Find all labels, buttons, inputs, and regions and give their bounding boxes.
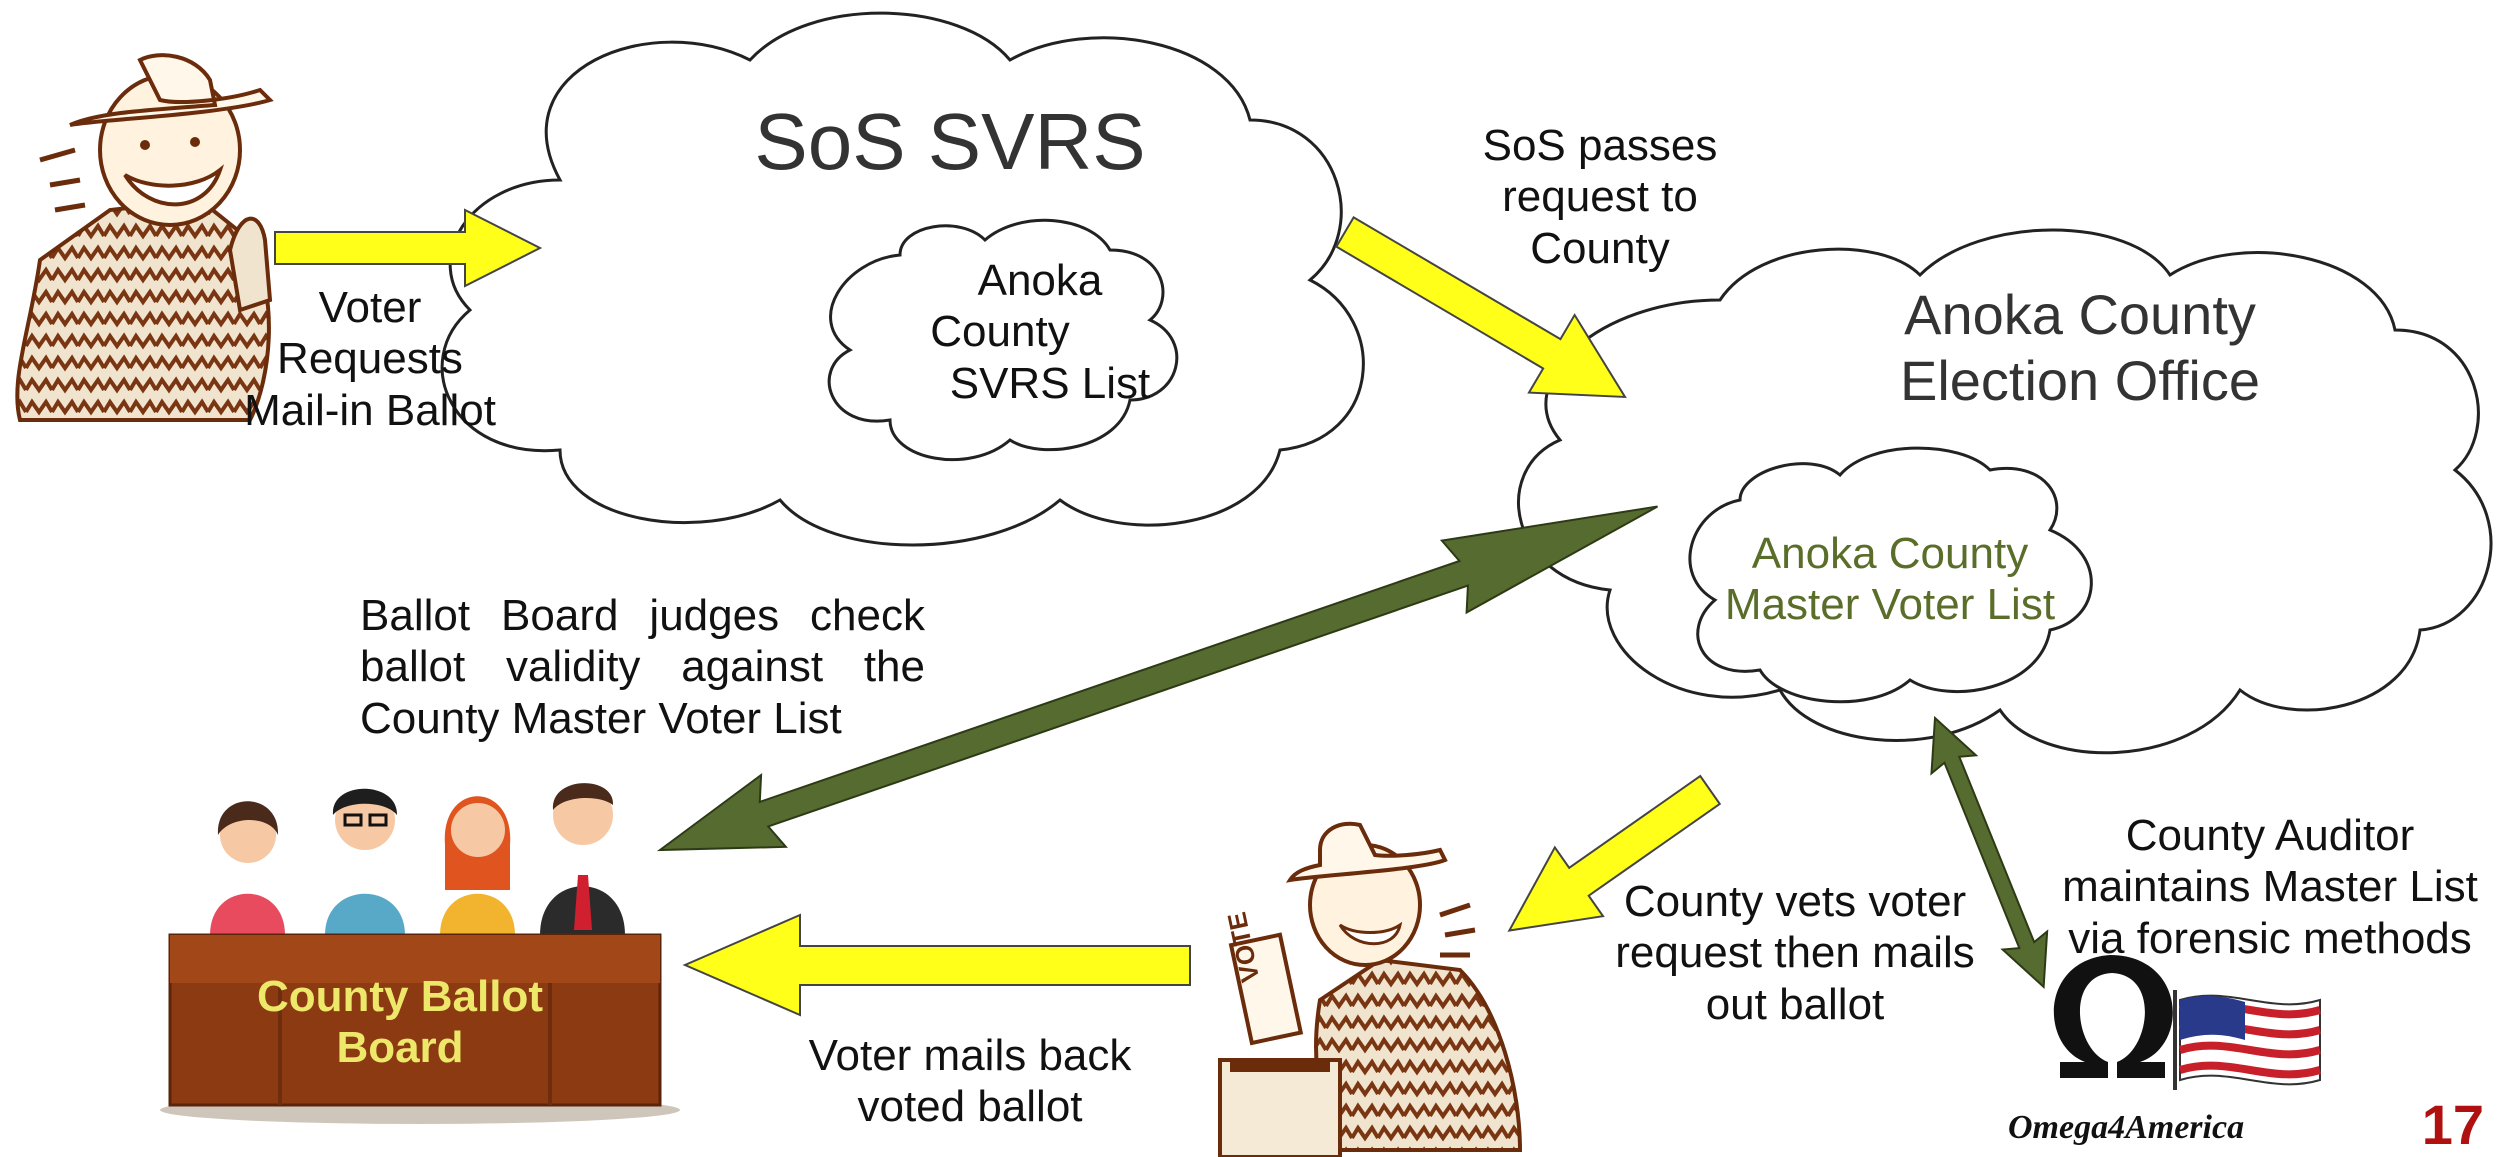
arrow-county-to-voter: [1507, 774, 1722, 932]
master-voter-list-label: Anoka County Master Voter List: [1690, 528, 2090, 631]
voter-top-figure: [15, 53, 274, 422]
sos-passes-line-1: SoS passes: [1482, 121, 1718, 170]
county-ballot-board-label: County Ballot Board: [200, 972, 600, 1073]
voter-requests-label: Voter Requests Mail-in Ballot: [210, 282, 530, 436]
arrow-auditor-master-list: [1930, 715, 2049, 990]
county-inner-cloud: [1688, 446, 2093, 704]
auditor-line-3: via forensic methods: [2068, 913, 2472, 963]
arrow-voter-to-board: [682, 913, 1191, 1017]
voter-bottom-figure: [1218, 821, 1523, 1157]
sos-passes-label: SoS passes request to County: [1400, 120, 1800, 274]
omega-logo: [2053, 955, 2322, 1090]
sos-inner-line-3: SVRS List: [949, 358, 1151, 408]
sos-svrs-title: SoS SVRS: [754, 97, 1146, 186]
county-office-line-1: Anoka County: [1904, 283, 2256, 346]
omega4america-logo-text: Omega4America: [2008, 1109, 2245, 1146]
ballot-board-judges-label: Ballot Board judges check ballot validit…: [360, 590, 925, 744]
board-person-4: [540, 783, 625, 940]
voter-requests-line-1: Voter: [318, 283, 422, 332]
county-vets-line-2: request then mails: [1615, 928, 1975, 978]
auditor-line-2: maintains Master List: [2062, 862, 2478, 912]
county-ballot-board: [160, 783, 680, 1124]
county-office-title: Anoka County Election Office: [1810, 282, 2350, 413]
judges-line-1: Ballot Board judges check: [360, 591, 925, 640]
master-list-line-1: Anoka County: [1751, 529, 2029, 578]
flag-icon: [2173, 990, 2322, 1090]
voter-mails-back-label: Voter mails back voted ballot: [760, 1030, 1180, 1133]
sos-inner-line-2: County: [930, 307, 1070, 357]
board-person-3: [440, 796, 515, 940]
county-vets-line-3: out ballot: [1705, 979, 1885, 1029]
board-person-2: [325, 788, 405, 940]
judges-line-3: County Master Voter List: [360, 693, 842, 743]
auditor-line-1: County Auditor: [2125, 811, 2415, 860]
board-line-1: County Ballot: [257, 972, 543, 1021]
arrow-voter-to-sos: [274, 208, 543, 288]
judges-line-2: ballot validity against the: [360, 642, 925, 692]
board-line-2: Board: [336, 1022, 464, 1072]
mails-back-line-1: Voter mails back: [808, 1031, 1132, 1080]
arrow-board-master-list: [656, 505, 1659, 852]
arrow-sos-to-county: [1335, 215, 1627, 399]
auditor-label: County Auditor maintains Master List via…: [2040, 810, 2500, 964]
mails-back-line-2: voted ballot: [857, 1082, 1083, 1132]
sos-passes-line-3: County: [1530, 223, 1670, 273]
sos-inner-list-label: Anoka County SVRS List: [860, 255, 1160, 409]
board-person-1: [210, 801, 285, 940]
voter-requests-line-2: Requests: [277, 334, 463, 384]
sos-inner-line-1: Anoka: [977, 256, 1103, 305]
sos-passes-line-2: request to: [1502, 172, 1698, 222]
master-list-line-2: Master Voter List: [1724, 580, 2056, 630]
voter-requests-line-3: Mail-in Ballot: [244, 385, 496, 435]
county-vets-label: County vets voter request then mails out…: [1580, 876, 2010, 1030]
county-vets-line-1: County vets voter: [1623, 877, 1967, 926]
page-number: 17: [2421, 1093, 2484, 1156]
county-office-line-2: Election Office: [1899, 348, 2261, 412]
sos-inner-cloud: [827, 218, 1179, 462]
